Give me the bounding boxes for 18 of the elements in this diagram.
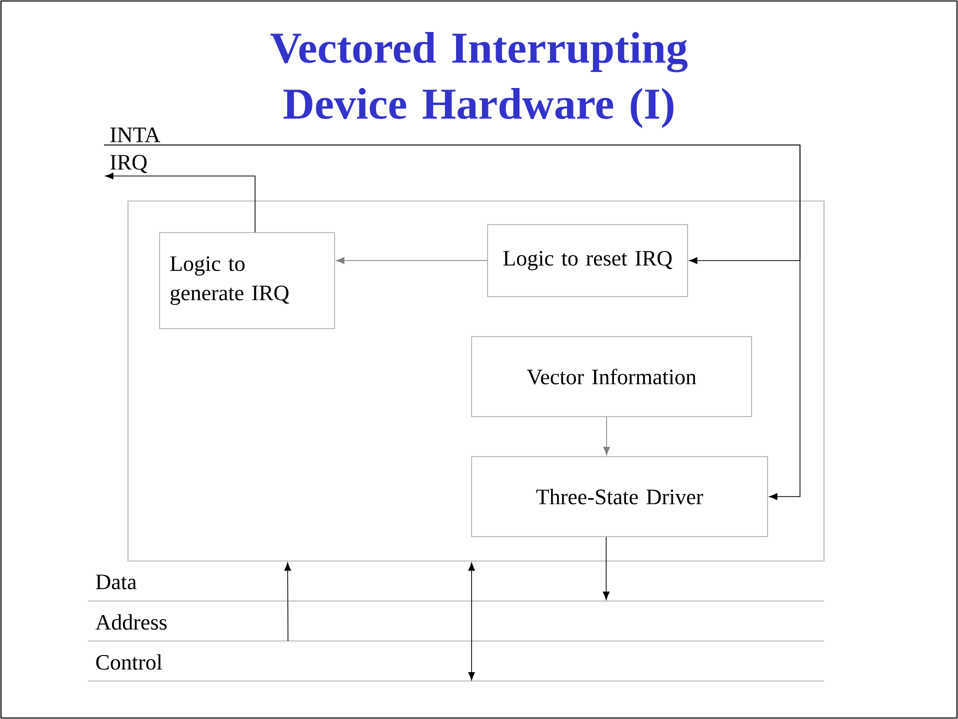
signal-label: INTA	[110, 128, 160, 142]
logic-box: Logic to reset IRQ	[487, 224, 688, 297]
process-box: Vector Information	[471, 336, 752, 417]
arrow	[105, 172, 256, 233]
bus-label: Data	[96, 574, 136, 590]
device-box	[128, 200, 824, 562]
arrow	[336, 257, 488, 264]
driver-box: Three-State Driver	[471, 456, 768, 537]
bus-label: Address	[95, 614, 167, 630]
arrow	[468, 562, 475, 680]
arrow	[603, 416, 610, 456]
bus-label: Control	[96, 654, 162, 670]
title: Vectored Interrupting Device Hardware (I)	[270, 32, 688, 128]
signal-label: IRQ	[110, 154, 148, 174]
logic-box: Logic to generate IRQ	[159, 232, 335, 329]
arrow	[602, 536, 610, 600]
arrow	[104, 144, 800, 500]
arrow	[284, 562, 291, 642]
